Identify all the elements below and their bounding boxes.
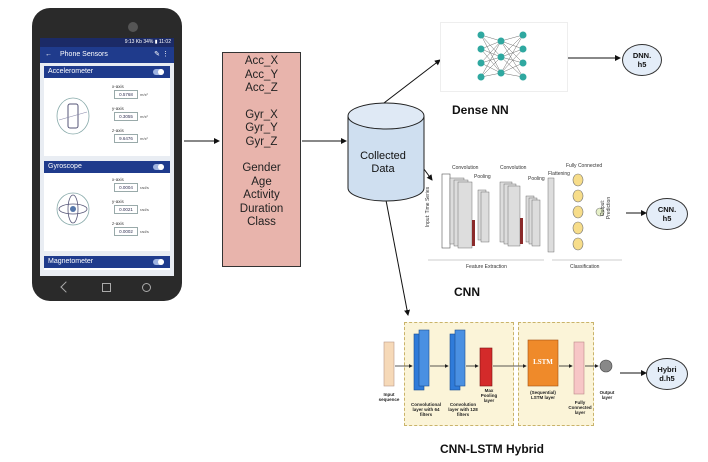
sensor-card-header: Magnetometer [44, 256, 170, 268]
sensor-name: Gyroscope [48, 163, 82, 170]
hybrid-diagram: LSTM Input sequence Convolutional layer … [370, 320, 622, 428]
phone-nav-bar [40, 280, 174, 294]
feature-item: Acc_Y [244, 68, 279, 81]
nav-back-icon[interactable] [60, 281, 72, 293]
feature-item: Activity [243, 189, 280, 201]
feature-item: Duration [239, 202, 284, 215]
axis-value: 0.0004 [114, 183, 138, 192]
model-file-label: Hybri [657, 365, 677, 374]
cnn-section-label: Feature Extraction [466, 264, 507, 270]
hybrid-layers-graphic [383, 329, 613, 395]
lstm-block-label: LSTM [533, 358, 553, 366]
axis-unit: rad/s [140, 185, 149, 190]
feature-item: Gyr_Z [245, 135, 278, 148]
hybrid-input-label: Input sequence [378, 392, 400, 402]
feature-item: Gyr_X [245, 108, 278, 121]
cnn-model-file: CNN. h5 [646, 198, 688, 230]
dnn-model-file: DNN. h5 [622, 44, 662, 76]
cnn-layer-label: Pooling [474, 174, 491, 180]
status-bar: 9:13 Kb 34% ▮ 11:02 [40, 38, 174, 47]
features-list-box: Acc_X Acc_Y Acc_Z Gyr_X Gyr_Y Gyr_Z Gend… [222, 52, 301, 267]
sensor-toggle[interactable] [153, 164, 164, 170]
sensor-card-accelerometer: Accelerometer x-axis 0.5768 m/s² y-axis … [44, 66, 170, 156]
cnn-layers-graphic [428, 173, 622, 261]
feature-item: Acc_X [244, 55, 279, 67]
model-file-label: h5 [662, 214, 672, 223]
feature-gap [223, 96, 300, 109]
smartphone-mockup: 9:13 Kb 34% ▮ 11:02 ← Phone Sensors ✎ ⋮ … [32, 8, 182, 301]
sensor-card-gyroscope: Gyroscope x-axis 0.0004 rad/s y-axis 0.0… [44, 161, 170, 251]
phone-screen: 9:13 Kb 34% ▮ 11:02 ← Phone Sensors ✎ ⋮ … [40, 38, 174, 276]
axis-label: x-axis [112, 177, 124, 182]
model-file-label: CNN. [657, 205, 677, 214]
database-cylinder-icon [347, 102, 425, 202]
hybrid-lstm-caption: (Sequential) LSTM layer [530, 390, 556, 400]
cnn-layer-label: Fully Connected [566, 163, 603, 169]
dense-nn-title: Dense NN [452, 103, 509, 117]
axis-value: 0.0002 [114, 227, 138, 236]
sensor-card-magnetometer: Magnetometer [44, 256, 170, 270]
feature-item: Class [247, 216, 276, 228]
axis-label: y-axis [112, 199, 124, 204]
feature-item: Gyr_Y [245, 122, 278, 134]
hybrid-pool-label: Max Pooling layer [480, 388, 498, 403]
database-label-line2: Data [371, 163, 395, 175]
cnn-layer-label: Flattening [548, 171, 570, 177]
axis-label: y-axis [112, 106, 124, 111]
axis-value: 9.6476 [114, 134, 138, 143]
axis-label: z-axis [112, 128, 124, 133]
axis-unit: rad/s [140, 207, 149, 212]
hybrid-model-file: Hybri d.h5 [646, 358, 688, 390]
axis-value: 0.0021 [114, 205, 138, 214]
axis-label: x-axis [112, 84, 124, 89]
hybrid-output-label: Output layer [599, 390, 615, 400]
axis-unit: m/s² [140, 92, 148, 97]
feature-item: Acc_Z [245, 82, 278, 94]
hybrid-title: CNN-LSTM Hybrid [440, 442, 544, 456]
sensor-card-header: Accelerometer [44, 66, 170, 78]
sensor-toggle[interactable] [153, 69, 164, 75]
cnn-layer-label: Convolution [500, 165, 527, 171]
database-label: Collected Data [344, 150, 422, 176]
dense-nn-image [440, 22, 568, 92]
hybrid-dense-label: Fully Connected layer [568, 400, 592, 415]
model-file-label: DNN. [632, 51, 652, 60]
sensor-card-header: Gyroscope [44, 161, 170, 173]
cnn-diagram: Input: Time Series Convolution Pooling C… [425, 160, 626, 280]
accelerometer-phone-icon [56, 97, 90, 135]
camera-icon [128, 22, 138, 32]
back-arrow-icon[interactable]: ← [45, 51, 52, 58]
nav-home-icon[interactable] [102, 283, 111, 292]
feature-item: Gender [242, 162, 281, 174]
cnn-output-label: Output: Prediction [600, 196, 612, 220]
app-title: Phone Sensors [60, 51, 108, 58]
sensor-toggle[interactable] [153, 259, 164, 265]
sensor-name: Accelerometer [48, 68, 94, 75]
axis-value: 0.3055 [114, 112, 138, 121]
axis-unit: m/s² [140, 136, 148, 141]
model-file-label: h5 [637, 60, 647, 69]
axis-unit: rad/s [140, 229, 149, 234]
hybrid-conv1-label: Convolutional layer with 64 filters [411, 402, 441, 417]
axis-unit: m/s² [140, 114, 148, 119]
sensor-name: Magnetometer [48, 258, 94, 265]
hybrid-conv2-label: Convolution layer with 128 filters [448, 402, 478, 417]
cnn-section-label: Classification [570, 264, 600, 270]
app-bar: ← Phone Sensors ✎ ⋮ [40, 47, 174, 63]
database-label-line1: Collected [360, 150, 406, 162]
nav-recent-icon[interactable] [142, 283, 151, 292]
brush-icon[interactable]: ✎ [154, 51, 160, 58]
gyroscope-icon [56, 192, 90, 226]
axis-label: z-axis [112, 221, 124, 226]
axis-value: 0.5768 [114, 90, 138, 99]
feature-item: Age [251, 175, 272, 188]
cnn-input-label: Input: Time Series [425, 186, 431, 228]
dense-network-icon [477, 31, 527, 81]
feature-gap [223, 149, 300, 162]
more-options-icon[interactable]: ⋮ [162, 51, 169, 58]
model-file-label: d.h5 [659, 374, 675, 383]
cnn-title: CNN [454, 285, 480, 299]
cnn-layer-label: Convolution [452, 165, 479, 171]
cnn-layer-label: Pooling [528, 176, 545, 182]
